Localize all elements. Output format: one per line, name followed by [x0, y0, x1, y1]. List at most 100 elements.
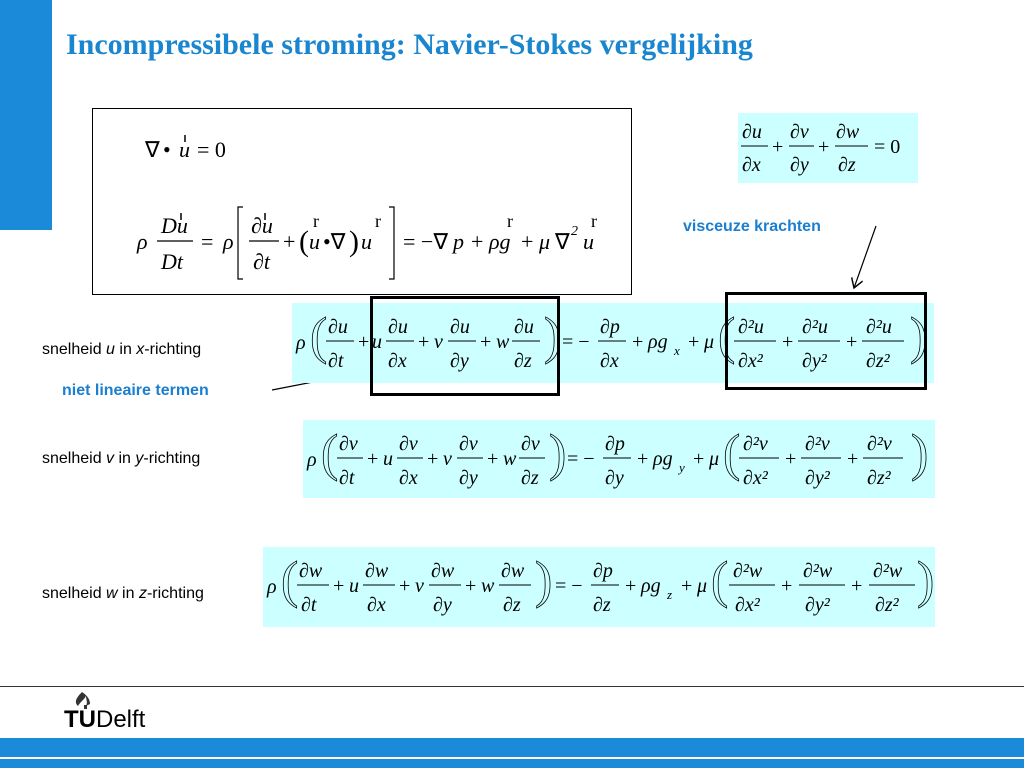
svg-text:∂u: ∂u — [251, 213, 273, 238]
svg-text:ρ: ρ — [136, 229, 148, 254]
svg-text:r: r — [375, 211, 381, 231]
label-var: w — [106, 585, 118, 602]
svg-text:∂²w: ∂²w — [733, 560, 763, 582]
svg-text:∂x²: ∂x² — [735, 594, 761, 616]
svg-text:∂y: ∂y — [790, 154, 809, 176]
svg-text:+: + — [465, 575, 476, 597]
svg-text:∂w: ∂w — [431, 560, 455, 582]
viscous-arrow — [854, 225, 877, 288]
svg-text:∂t: ∂t — [339, 467, 355, 489]
svg-text:v: v — [415, 575, 424, 597]
svg-text:ρg: ρg — [640, 575, 661, 597]
label-text: snelheid — [42, 585, 107, 602]
nonlinear-terms-box — [370, 296, 560, 396]
svg-text:=: = — [201, 229, 213, 254]
svg-text:∂x: ∂x — [367, 594, 386, 616]
svg-text:= −: = − — [567, 448, 595, 470]
svg-text:+: + — [625, 575, 636, 597]
svg-text:ρ: ρ — [295, 332, 306, 354]
svg-text:∂t: ∂t — [253, 249, 271, 274]
svg-text:∂w: ∂w — [836, 121, 860, 143]
svg-text:∂z²: ∂z² — [866, 350, 891, 372]
svg-text:): ) — [349, 225, 359, 258]
label-dir: y — [135, 450, 144, 467]
svg-text:∂v: ∂v — [339, 433, 358, 455]
svg-text:+: + — [785, 448, 796, 470]
svg-text:u: u — [372, 331, 382, 353]
svg-text:+: + — [399, 575, 410, 597]
svg-text:+: + — [693, 448, 704, 470]
svg-text:ρg: ρg — [647, 331, 668, 353]
svg-text:∂y: ∂y — [433, 594, 452, 616]
svg-text:+: + — [487, 448, 498, 470]
footer-band — [0, 738, 1024, 768]
logo-delft: Delft — [96, 706, 146, 733]
svg-text:ρ: ρ — [306, 449, 317, 471]
svg-text:μ: μ — [703, 331, 714, 353]
viscous-forces-annotation: visceuze krachten — [683, 218, 821, 235]
svg-text:ρ: ρ — [222, 229, 234, 254]
svg-text:Du: Du — [160, 213, 188, 238]
svg-text:(: ( — [711, 552, 728, 609]
tudelft-logo: TUDelft — [64, 690, 174, 736]
svg-text:(: ( — [310, 308, 327, 365]
svg-text:r: r — [507, 211, 513, 231]
label-text: in — [117, 585, 139, 602]
svg-text:∂z: ∂z — [838, 154, 856, 176]
label-dir: x — [136, 341, 145, 358]
svg-text:∂x²: ∂x² — [738, 350, 764, 372]
svg-text:u: u — [309, 229, 320, 254]
svg-text:∂t: ∂t — [301, 594, 317, 616]
svg-text:+: + — [818, 136, 829, 158]
svg-text:∂²v: ∂²v — [805, 433, 830, 455]
svg-text:∂y: ∂y — [450, 350, 469, 372]
continuity-scalar-svg: ∂u∂x + ∂v∂y + ∂w∂z = 0 — [741, 121, 900, 176]
svg-text:+: + — [681, 575, 692, 597]
svg-text:(: ( — [281, 552, 298, 609]
svg-text:∂y²: ∂y² — [805, 594, 831, 616]
svg-text:y: y — [677, 460, 685, 475]
svg-text:∂v: ∂v — [521, 433, 540, 455]
flame-icon — [75, 692, 90, 709]
svg-text:r: r — [591, 211, 597, 231]
svg-text:μ: μ — [696, 575, 707, 597]
svg-text:= −: = − — [562, 331, 590, 353]
svg-text:): ) — [535, 552, 552, 609]
label-text: -richting — [143, 450, 201, 467]
svg-text:x: x — [673, 343, 680, 358]
svg-text:∂u: ∂u — [388, 316, 408, 338]
logo-tu: TU — [64, 706, 96, 733]
svg-text:r: r — [313, 211, 319, 231]
svg-text:z: z — [666, 587, 672, 602]
vector-equation-box: ∇ • u = 0 ρ Du Dt = ρ ∂u ∂t + ( u •∇ ) u — [92, 108, 632, 295]
footer-stripe — [0, 757, 1024, 759]
svg-text:w: w — [481, 575, 495, 597]
svg-text:): ) — [549, 425, 566, 482]
row-label-w: snelheid w in z-richting — [42, 585, 204, 603]
svg-text:+: + — [846, 331, 857, 353]
label-var: u — [106, 341, 115, 358]
footer-divider — [0, 686, 1024, 687]
svg-text:∂²u: ∂²u — [738, 316, 764, 338]
svg-text:+: + — [688, 331, 699, 353]
svg-text:∂²w: ∂²w — [873, 560, 903, 582]
svg-text:∂x: ∂x — [388, 350, 407, 372]
svg-text:∂u: ∂u — [742, 121, 762, 143]
svg-text:∂w: ∂w — [299, 560, 323, 582]
svg-text:•: • — [163, 137, 171, 162]
svg-text:+: + — [367, 448, 378, 470]
svg-text:): ) — [911, 425, 928, 482]
svg-text:(: ( — [299, 225, 309, 258]
svg-text:∂y: ∂y — [459, 467, 478, 489]
svg-text:+: + — [782, 331, 793, 353]
ns-equation-v: ρ ( ∂v∂t +u ∂v∂x +v ∂v∂y +w ∂v∂z ) = − ∂… — [303, 420, 935, 498]
svg-text:∂z: ∂z — [503, 594, 521, 616]
label-var: v — [106, 450, 115, 467]
left-accent-bar — [0, 0, 52, 230]
svg-text:+: + — [632, 331, 643, 353]
svg-text:∂u: ∂u — [514, 316, 534, 338]
svg-text:Dt: Dt — [160, 249, 184, 274]
svg-text:+: + — [480, 331, 491, 353]
svg-text:2: 2 — [571, 224, 578, 239]
svg-text:∂u: ∂u — [450, 316, 470, 338]
